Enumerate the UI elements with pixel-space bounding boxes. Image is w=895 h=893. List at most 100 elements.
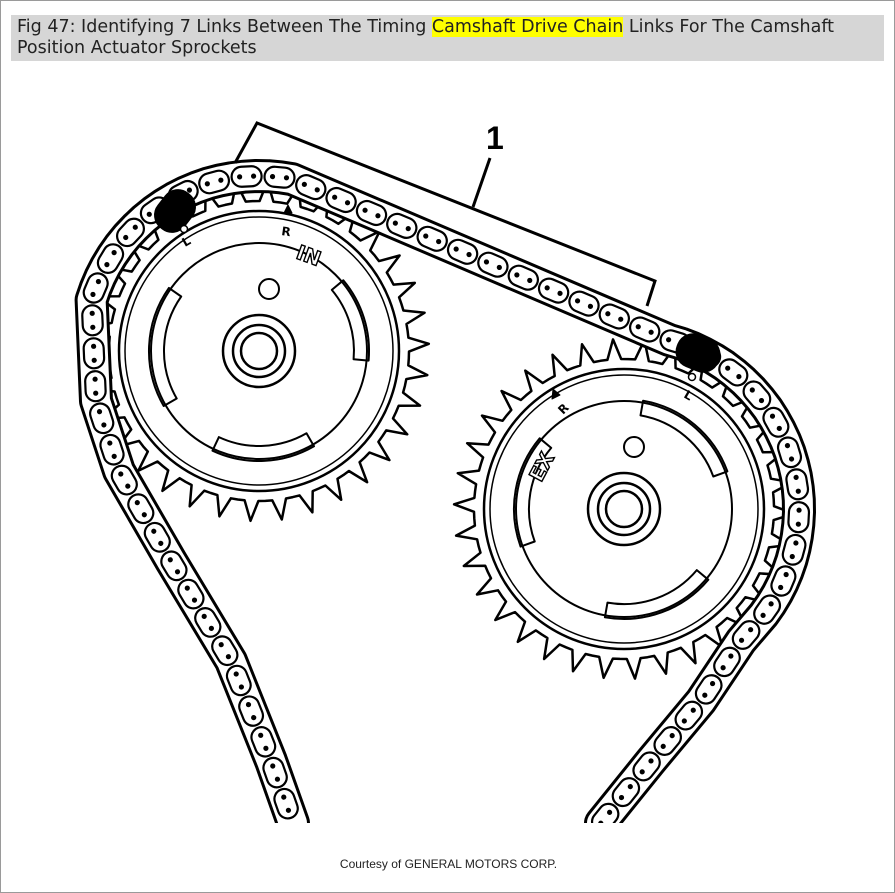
- link-pin: [598, 820, 604, 823]
- link-pin: [784, 443, 791, 449]
- link-pin: [392, 220, 398, 226]
- link-pin: [769, 413, 776, 419]
- chain-link: [611, 777, 641, 808]
- link-pin: [96, 409, 103, 415]
- link-pin: [301, 181, 307, 187]
- link-pin: [285, 807, 292, 813]
- chain-link: [731, 620, 761, 650]
- callout-number: 1: [486, 120, 504, 156]
- sprocket-slot: [603, 569, 710, 620]
- link-pin: [725, 365, 731, 371]
- link-pin: [618, 316, 624, 322]
- link-pin: [405, 226, 411, 232]
- link-pin: [90, 343, 97, 349]
- link-plate: [250, 726, 277, 758]
- link-plate: [110, 464, 138, 496]
- link-plate: [295, 174, 327, 201]
- link-pin: [618, 794, 625, 801]
- link-plate: [225, 664, 252, 697]
- link-pin: [111, 453, 117, 459]
- link-plate: [84, 370, 107, 403]
- link-pin: [92, 376, 98, 382]
- link-plate: [598, 303, 630, 330]
- link-pin: [362, 207, 368, 213]
- link-pin: [186, 187, 193, 193]
- link-pin: [793, 474, 799, 480]
- sprocket-hub-ring-inner: [596, 481, 652, 537]
- chain-link: [653, 726, 683, 756]
- chain-link: [718, 358, 749, 387]
- timing-marks: [154, 189, 721, 400]
- caption-highlight: Camshaft Drive Chain: [431, 17, 624, 37]
- chain-link: [127, 493, 155, 525]
- link-pin: [90, 324, 96, 330]
- link-plate: [731, 620, 761, 650]
- link-plate: [96, 243, 125, 274]
- chain-link: [96, 243, 125, 274]
- link-pin: [101, 422, 107, 428]
- chain-link: [762, 406, 790, 438]
- link-pin: [111, 249, 117, 256]
- link-pin: [574, 298, 581, 304]
- figure-caption: Fig 47: Identifying 7 Links Between The …: [11, 15, 884, 61]
- link-plate: [143, 521, 171, 553]
- link-pin: [648, 329, 654, 335]
- link-plate: [653, 726, 683, 756]
- sprocket-hub-ring: [221, 313, 297, 389]
- link-pin: [89, 310, 95, 316]
- link-pin: [251, 714, 257, 721]
- chain-link: [82, 272, 109, 304]
- link-plate: [355, 199, 388, 227]
- link-pin: [107, 440, 113, 446]
- link-pin: [605, 311, 611, 317]
- marked-link: [154, 189, 196, 233]
- chain-link: [598, 303, 630, 330]
- link-plate: [446, 238, 479, 265]
- intake-timing-triangle: [283, 204, 293, 214]
- link-pin: [496, 264, 502, 271]
- link-pin: [793, 540, 799, 546]
- link-plate: [537, 277, 570, 304]
- sprocket-inner-rim: [489, 374, 759, 644]
- link-pin: [606, 809, 613, 815]
- chain-link: [273, 787, 299, 820]
- link-plate: [325, 186, 357, 214]
- link-pin: [225, 654, 232, 660]
- link-pin: [125, 483, 131, 489]
- link-pin: [648, 758, 654, 764]
- link-pin: [151, 528, 157, 534]
- link-plate: [781, 533, 807, 566]
- sprocket-bore: [604, 489, 644, 529]
- link-pin: [796, 507, 802, 513]
- chain-link: [781, 533, 807, 566]
- exhaust-timing-triangle: [551, 388, 561, 400]
- link-pin: [453, 246, 459, 252]
- link-pin: [557, 290, 563, 296]
- link-plate: [632, 751, 661, 782]
- chain-link: [416, 225, 448, 252]
- link-pin: [681, 718, 687, 724]
- link-pin: [158, 540, 164, 546]
- chain-link: [84, 370, 107, 403]
- link-plate: [762, 406, 790, 438]
- chain-link: [143, 521, 171, 553]
- link-pin: [544, 285, 550, 291]
- chain-link: [753, 594, 782, 625]
- link-plate: [629, 316, 661, 343]
- chain-link: [325, 186, 357, 214]
- chain-link: [81, 304, 104, 337]
- caption-suffix: Links For The Camshaft Position Actuator…: [17, 17, 835, 58]
- sprocket-plate: [150, 242, 368, 460]
- link-pin: [709, 680, 716, 687]
- chain-link: [82, 337, 106, 370]
- link-pin: [208, 625, 215, 632]
- link-pin: [95, 278, 102, 285]
- chain-link: [632, 751, 661, 782]
- link-pin: [776, 425, 782, 432]
- link-pin: [270, 763, 276, 769]
- chain-link: [250, 726, 277, 758]
- link-pin: [123, 234, 129, 241]
- sprocket-dowel-hole: [258, 278, 280, 300]
- link-plate: [753, 594, 782, 625]
- link-plate: [416, 225, 448, 252]
